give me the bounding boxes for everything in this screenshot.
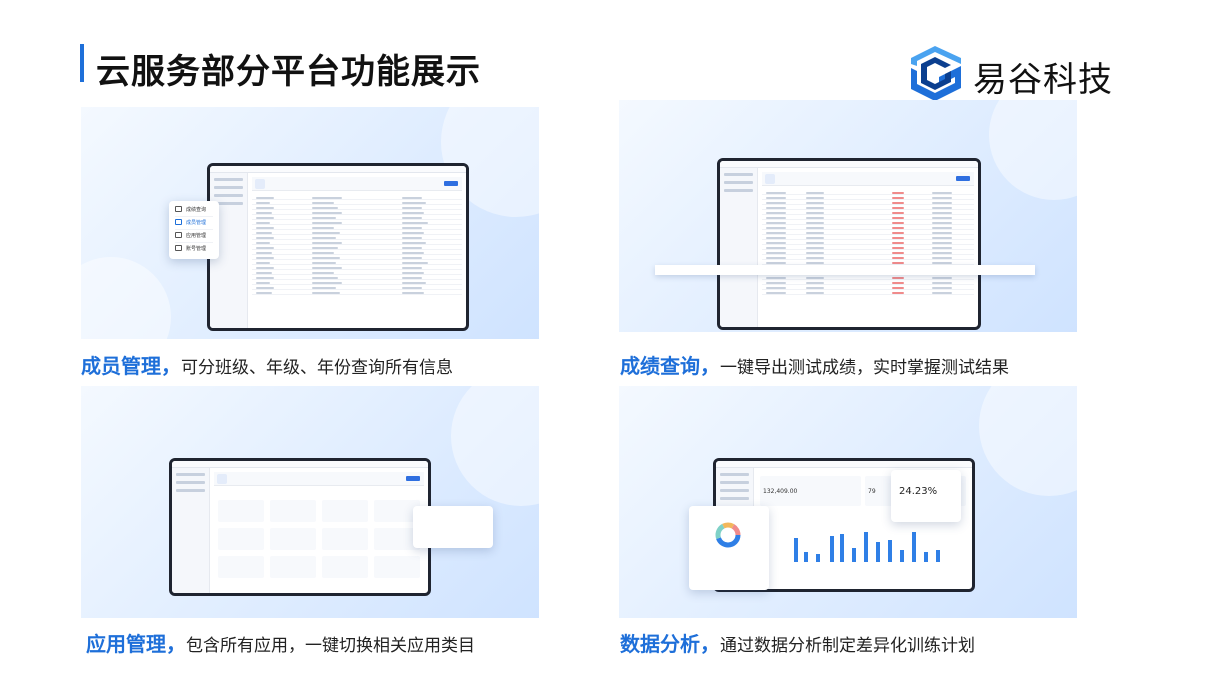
app-detail-popup [413, 506, 493, 548]
highlighted-score-row [655, 265, 1035, 275]
logo-text: 易谷科技 [973, 60, 1113, 100]
page-title: 云服务部分平台功能展示 [96, 52, 481, 92]
score-query-screenshot [619, 100, 1077, 332]
menu-item[interactable]: 成员管理 [175, 217, 213, 230]
menu-item[interactable]: 应用管理 [175, 230, 213, 243]
company-logo: 易谷科技 [905, 44, 1125, 104]
menu-item[interactable]: 账号管理 [175, 243, 213, 256]
member-management-screenshot: 成绩查询 成员管理 应用管理 账号管理 [81, 107, 539, 339]
stat-total: 132,409.00 [760, 476, 861, 506]
donut-chart-icon [715, 522, 741, 548]
caption-member-management: 成员管理，可分班级、年级、年份查询所有信息 [81, 354, 453, 378]
caption-score-query: 成绩查询，一键导出测试成绩，实时掌握测试结果 [620, 354, 1009, 378]
rate-value: 24.23% [899, 486, 938, 497]
rate-card: 24.23% [891, 470, 961, 522]
module-menu: 成绩查询 成员管理 应用管理 账号管理 [169, 201, 219, 259]
donut-chart-card [689, 506, 769, 590]
caption-data-analysis: 数据分析，通过数据分析制定差异化训练计划 [620, 632, 975, 656]
title-accent-bar [80, 44, 84, 82]
menu-item[interactable]: 成绩查询 [175, 204, 213, 217]
logo-mark-icon [911, 46, 961, 101]
data-analysis-screenshot: 132,409.00 79 [619, 386, 1077, 618]
caption-app-management: 应用管理，包含所有应用，一键切换相关应用类目 [86, 632, 475, 656]
app-management-screenshot [81, 386, 539, 618]
